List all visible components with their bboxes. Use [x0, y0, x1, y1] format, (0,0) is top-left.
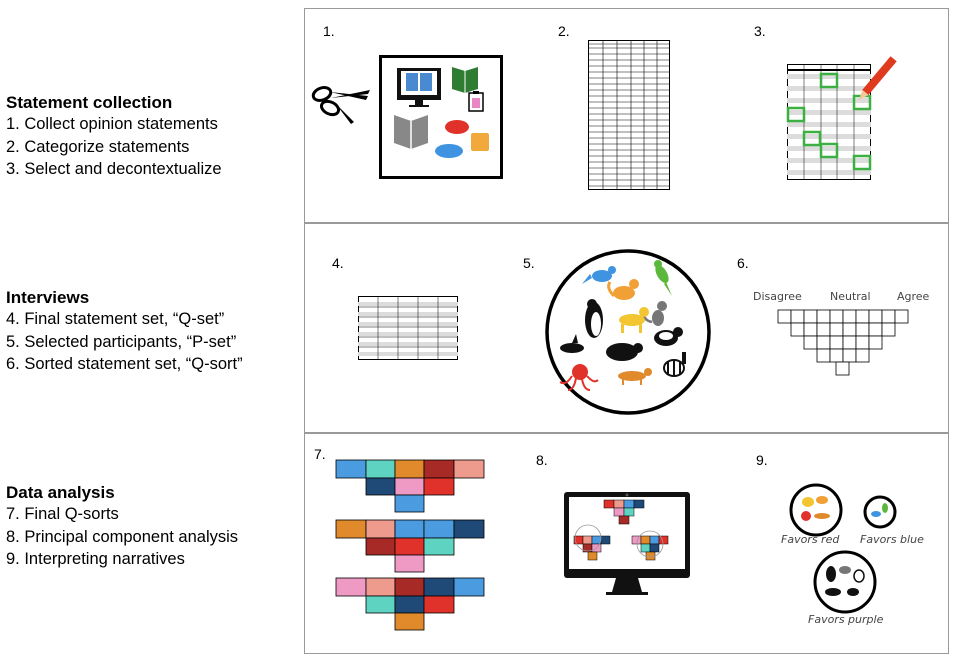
step-number: 5. [523, 255, 535, 271]
cluster-purple-label: Favors purple [808, 613, 884, 626]
pencil-icon [858, 56, 897, 101]
scale-neutral-label: Neutral [830, 290, 871, 303]
penguin-icon [585, 299, 603, 338]
step-number: 7. [314, 446, 326, 462]
selected-statements-table [786, 56, 897, 180]
step-number: 9. [756, 452, 768, 468]
step-label: 3. Select and decontextualize [6, 160, 222, 178]
cat-icon [607, 279, 639, 300]
bear-icon [606, 343, 643, 361]
step-number: 8. [536, 452, 548, 468]
octopus-icon [559, 364, 599, 391]
clipboard-icon [468, 91, 484, 112]
scale-disagree-label: Disagree [753, 290, 802, 303]
scissors-icon [311, 86, 370, 124]
dog-yellow-icon [619, 307, 649, 333]
step-label: 7. Final Q-sorts [6, 505, 119, 523]
step-label: 8. Principal component analysis [6, 527, 239, 546]
q-sort-1 [335, 459, 485, 513]
participants-circle [545, 249, 711, 415]
final-q-sorts [335, 459, 485, 631]
monitor-icon [397, 68, 441, 107]
q-sort-2 [335, 519, 485, 573]
step-label: 4. Final statement set, “Q-set” [6, 310, 225, 328]
cluster-red-label: Favors red [781, 533, 840, 546]
speech-bubbles-icon [435, 120, 489, 158]
step-number: 6. [737, 255, 749, 271]
book-icon [452, 67, 478, 93]
section-heading: Interviews [6, 288, 90, 307]
panda-icon [654, 327, 683, 346]
step-number: 4. [332, 255, 344, 271]
bird-blue-icon [582, 266, 616, 284]
orca-icon [560, 334, 584, 353]
q-sort-3 [335, 577, 485, 631]
scale-agree-label: Agree [897, 290, 930, 303]
dachshund-icon [618, 368, 652, 385]
step-label: 6. Sorted statement set, “Q-sort” [6, 355, 243, 373]
step-label: 1. Collect opinion statements [6, 115, 218, 133]
section-heading: Data analysis [6, 483, 115, 502]
section-statement-collection: Statement collection 1. Collect opinion … [6, 92, 302, 181]
section-heading: Statement collection [6, 93, 173, 112]
cluster-red [789, 483, 843, 537]
section-data-analysis: Data analysis 7. Final Q-sorts 8. Princi… [6, 482, 302, 571]
zebra-icon [663, 352, 686, 377]
cluster-blue [863, 495, 897, 529]
step-number: 1. [323, 23, 335, 39]
statement-board [379, 55, 503, 179]
step-label: 5. Selected participants, “P-set” [6, 332, 237, 351]
q-set-table [358, 296, 458, 360]
step-number: 3. [754, 23, 766, 39]
panel-statement-collection [304, 8, 949, 224]
panel-interviews [304, 222, 949, 434]
pca-monitor [564, 492, 690, 595]
cluster-blue-label: Favors blue [860, 533, 924, 546]
open-book-icon [394, 115, 428, 149]
q-sort-grid [777, 309, 909, 376]
cluster-purple [813, 550, 877, 614]
step-label: 2. Categorize statements [6, 137, 190, 156]
section-interviews: Interviews 4. Final statement set, “Q-se… [6, 287, 302, 376]
step-number: 2. [558, 23, 570, 39]
parrot-icon [654, 260, 672, 296]
monkey-icon [642, 301, 667, 326]
panel-data-analysis [304, 432, 949, 654]
step-label: 9. Interpreting narratives [6, 550, 185, 568]
statements-table [588, 40, 670, 190]
